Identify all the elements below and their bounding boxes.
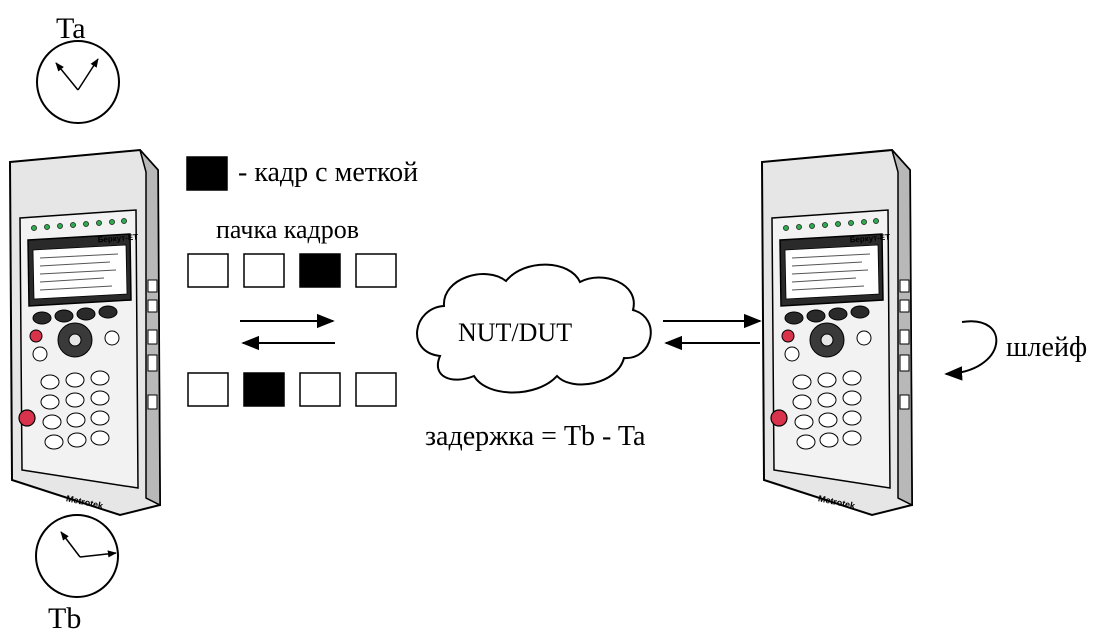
legend-marked-frame: [186, 156, 228, 191]
clock-tb-label: Tb: [48, 602, 82, 635]
device-model-left: Беркут-ET: [97, 233, 138, 245]
frame: [187, 372, 229, 407]
clock-ta-icon: [36, 40, 120, 124]
delay-formula: задержка = Tb - Ta: [425, 421, 646, 452]
clock-ta-label: Ta: [56, 12, 86, 45]
tester-device-left: Metrotek Беркут-ET: [9, 149, 161, 516]
tester-device-right: Metrotek Беркут-ET: [761, 149, 913, 516]
network-label: NUT/DUT: [458, 318, 573, 347]
marked-frame: [299, 253, 341, 288]
frame: [355, 372, 397, 407]
clock-tb-icon: [35, 514, 119, 598]
frame: [299, 372, 341, 407]
frame-row-bottom: [187, 372, 397, 407]
device-model-right: Беркут-ET: [849, 233, 890, 245]
network-cloud: [416, 263, 652, 394]
loopback-label: шлейф: [1006, 332, 1088, 363]
frame: [243, 253, 285, 288]
loopback-arrow: [944, 320, 998, 381]
legend-label: - кадр с меткой: [238, 157, 419, 188]
frame: [355, 253, 397, 288]
frame-row-top: [187, 253, 397, 288]
frame-burst-title: пачка кадров: [216, 215, 360, 244]
frame: [187, 253, 229, 288]
marked-frame: [243, 372, 285, 407]
